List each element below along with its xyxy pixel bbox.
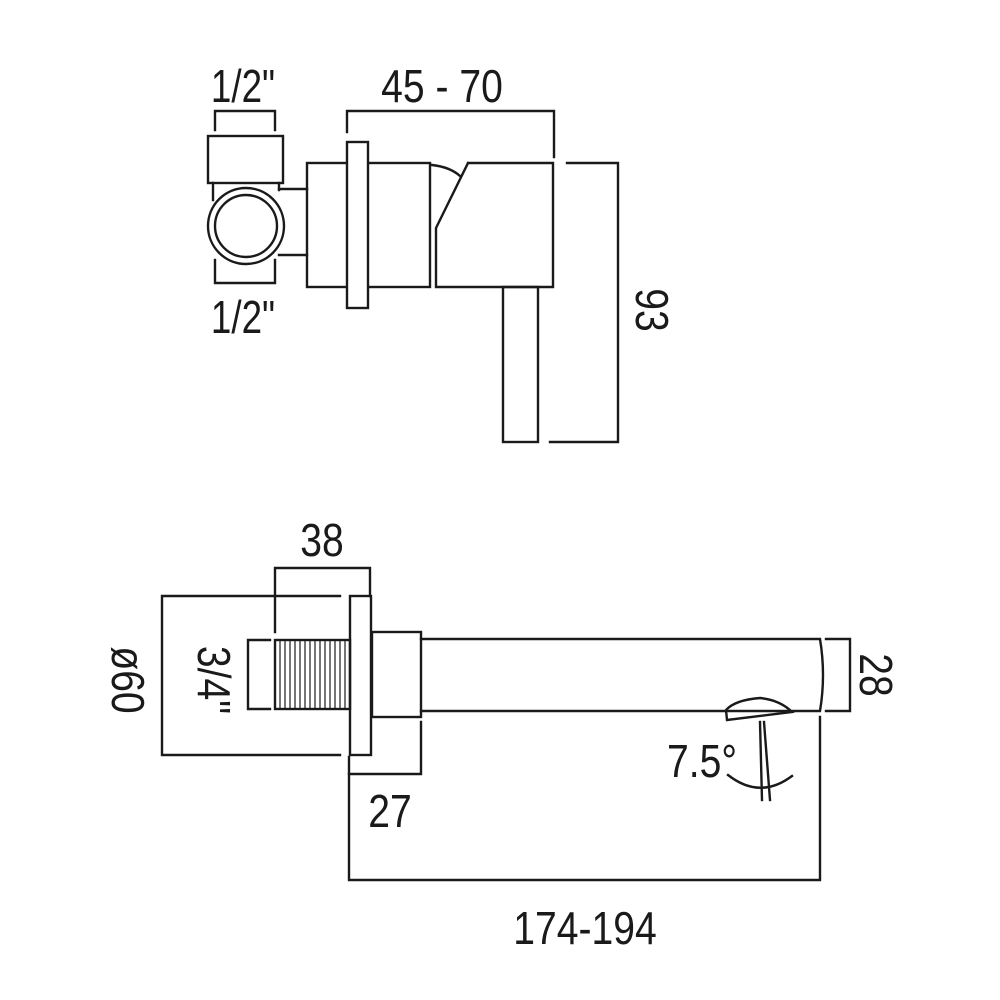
mixer-valve-view: 1/2" 1/2" 45 - 70 93 bbox=[206, 60, 677, 444]
wall-depth-dimension bbox=[345, 109, 556, 159]
collar bbox=[370, 630, 423, 719]
height-label: 93 bbox=[625, 288, 677, 331]
handle-arc bbox=[430, 163, 462, 178]
wall-depth-label: 45 - 70 bbox=[381, 61, 503, 113]
inlet-bottom-dimension bbox=[213, 258, 277, 285]
aerator bbox=[724, 696, 795, 722]
wall-flange bbox=[345, 140, 370, 310]
wall-flange bbox=[348, 594, 373, 757]
plate-diameter-dimension bbox=[160, 594, 342, 757]
plate-diameter-label: ø60 bbox=[101, 646, 153, 713]
threaded-pipe bbox=[273, 638, 352, 711]
projection-dimension bbox=[347, 715, 822, 882]
projection-label: 174-194 bbox=[513, 903, 656, 955]
inlet-top-fitting bbox=[206, 134, 285, 185]
angle-arc bbox=[726, 773, 794, 789]
thread-length-dimension bbox=[273, 566, 372, 634]
collar-label: 27 bbox=[368, 786, 411, 838]
inlet-top-dimension bbox=[213, 109, 277, 132]
thread-size-dimension bbox=[246, 638, 272, 711]
lever bbox=[501, 285, 540, 444]
spout-height-dimension bbox=[824, 637, 852, 713]
angle-label: 7.5° bbox=[667, 736, 737, 788]
spout-height-label: 28 bbox=[849, 653, 901, 696]
height-dimension bbox=[548, 161, 620, 444]
thread-size-label: 3/4" bbox=[187, 646, 239, 714]
spout-view: 38 ø60 3/4" 28 7.5° 27 174-194 bbox=[101, 515, 901, 955]
inlet-top-label: 1/2" bbox=[211, 60, 275, 112]
inlet-bottom-label: 1/2" bbox=[211, 291, 275, 343]
handle-body bbox=[434, 161, 555, 289]
connector-lines bbox=[277, 187, 309, 257]
inlet-outer-circle bbox=[206, 186, 286, 266]
collar-dimension bbox=[347, 720, 423, 776]
thread-length-label: 38 bbox=[300, 515, 343, 567]
spout-pipe bbox=[419, 637, 825, 713]
inlet-inner-circle bbox=[213, 193, 279, 259]
body-connector bbox=[211, 181, 281, 202]
